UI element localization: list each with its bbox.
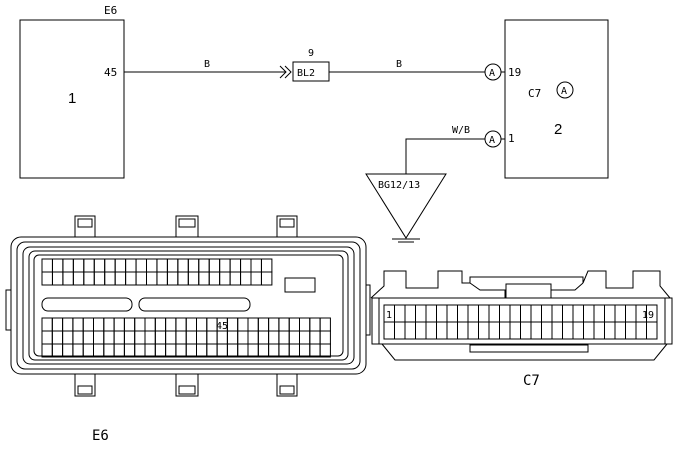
pin-cell <box>394 304 406 323</box>
pin-cell <box>436 321 448 340</box>
pin-cell <box>457 304 469 323</box>
module-e6-pin: 45 <box>104 66 117 79</box>
pin-cell <box>436 304 448 323</box>
pin-cell <box>446 321 458 340</box>
ground-label: BG12/13 <box>378 180 420 191</box>
pin-cell <box>415 321 427 340</box>
module-c7-number: 2 <box>554 121 562 138</box>
wire-signal-right-color: B <box>396 59 402 70</box>
pin-cell <box>488 321 500 340</box>
pin-cell <box>404 321 416 340</box>
pin-cell <box>646 321 658 340</box>
pin-cell <box>562 304 574 323</box>
pin-cell <box>604 304 616 323</box>
pin-cell <box>425 321 437 340</box>
pin-cell <box>625 304 637 323</box>
pin-cell <box>530 321 542 340</box>
wire-ground <box>405 138 486 174</box>
connector-e6-bottom-grid <box>41 317 331 358</box>
pin-cell <box>319 343 331 358</box>
connector-e6-top-grid <box>41 258 273 286</box>
pin-cell <box>467 304 479 323</box>
inline-connector-label: BL2 <box>297 68 315 79</box>
pin-cell <box>530 304 542 323</box>
module-e6-number: 1 <box>68 90 76 107</box>
pin-cell <box>562 321 574 340</box>
module-c7-circle-label: A <box>561 86 567 97</box>
wire-signal-left-color: B <box>204 59 210 70</box>
inline-connector-pin: 9 <box>308 48 314 59</box>
pin-cell <box>520 321 532 340</box>
connector-e6-face: 45 <box>5 215 371 397</box>
pin-cell <box>604 321 616 340</box>
pin-cell <box>572 321 584 340</box>
pin-cell <box>457 321 469 340</box>
connector-c7-face: 1 19 <box>370 270 673 361</box>
pin-circle-ground-label: A <box>489 135 495 146</box>
pin-cell <box>499 321 511 340</box>
pin-cell <box>520 304 532 323</box>
pin-cell <box>572 304 584 323</box>
pin-cell <box>509 304 521 323</box>
module-e6-box <box>19 19 125 179</box>
pin-cell <box>583 304 595 323</box>
pin-cell <box>415 304 427 323</box>
pin-cell <box>425 304 437 323</box>
wire-arrow-icon <box>279 65 287 79</box>
pin-cell <box>509 321 521 340</box>
pin-cell <box>404 304 416 323</box>
connector-c7-label: C7 <box>523 373 540 389</box>
pin-cell <box>614 321 626 340</box>
wire-ground-color: W/B <box>452 125 470 136</box>
connector-c7-pin-grid <box>383 304 658 340</box>
pin-cell <box>551 321 563 340</box>
pin-cell <box>467 321 479 340</box>
module-c7-box <box>504 19 609 179</box>
module-c7-pin-ground: 1 <box>508 132 515 145</box>
connector-e6-label: E6 <box>92 428 109 444</box>
pin-cell <box>583 321 595 340</box>
wire-arrow-icon-2 <box>284 65 292 79</box>
module-e6-name: E6 <box>104 4 117 17</box>
pin-cell <box>541 321 553 340</box>
connector-c7-last-pin: 19 <box>642 310 654 321</box>
pin-cell <box>260 271 273 286</box>
pin-cell <box>499 304 511 323</box>
pin-cell <box>488 304 500 323</box>
ground-triangle <box>365 173 447 239</box>
pin-cell <box>394 321 406 340</box>
pin-cell <box>551 304 563 323</box>
module-c7-name: C7 <box>528 87 541 100</box>
pin-cell <box>478 304 490 323</box>
connector-c7-first-pin: 1 <box>386 310 392 321</box>
pin-cell <box>635 321 647 340</box>
pin-cell <box>625 321 637 340</box>
module-c7-circle-marker <box>556 81 574 99</box>
pin-cell <box>446 304 458 323</box>
pin-cell <box>614 304 626 323</box>
pin-cell <box>593 321 605 340</box>
pin-cell <box>478 321 490 340</box>
pin-cell <box>593 304 605 323</box>
module-c7-pin-signal: 19 <box>508 66 521 79</box>
connector-e6-pin-marker: 45 <box>216 321 228 332</box>
pin-circle-signal-label: A <box>489 68 495 79</box>
pin-cell <box>383 321 395 340</box>
pin-cell <box>541 304 553 323</box>
